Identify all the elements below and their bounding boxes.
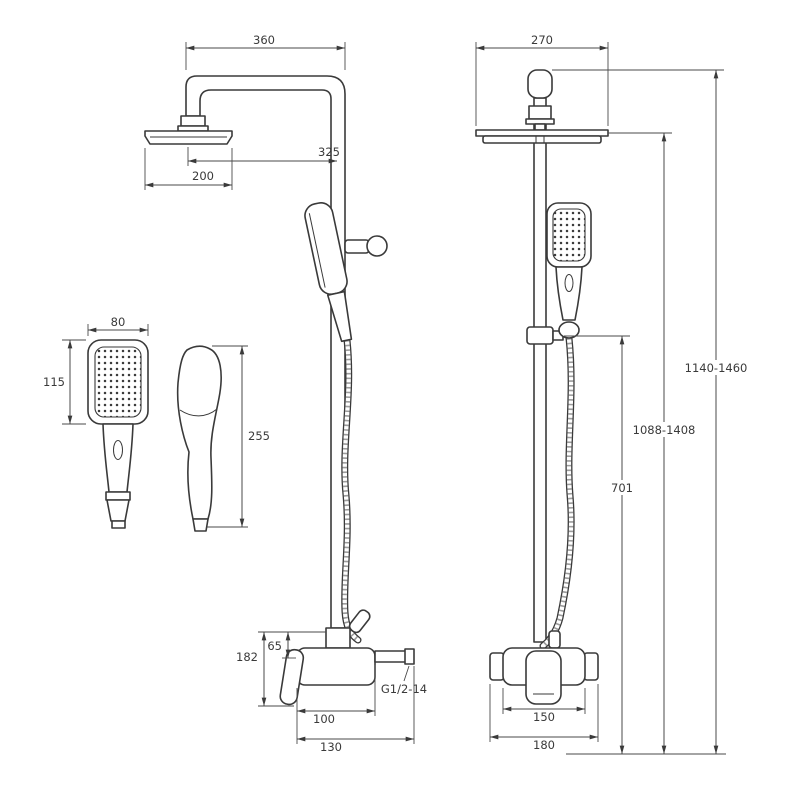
hand-shower-face-line: [308, 213, 326, 288]
hand-shower-handle: [326, 290, 353, 343]
dim-label-thread: G1/2-14: [381, 682, 427, 696]
dim-label-115: 115: [43, 375, 65, 389]
mixer-handle-side: [279, 648, 305, 706]
dim-mixer-width: 150: [502, 688, 586, 724]
dim-label-1140-1460: 1140-1460: [685, 361, 748, 375]
hose-tail: [111, 520, 126, 529]
mixer-body-side: [296, 647, 376, 686]
hand-shower-button: [564, 274, 574, 292]
hand-shower-profile-crimp: [192, 518, 209, 532]
head-stem-front: [534, 123, 546, 131]
dim-head-width: 270: [475, 33, 609, 126]
dim-label-701: 701: [611, 481, 633, 495]
dim-mixer-depth: 100: [296, 665, 376, 744]
hand-shower-profile-face-line: [179, 408, 218, 417]
column-mixer-connector: [325, 627, 351, 649]
dim-hand-head-length: 115: [43, 339, 86, 425]
hand-shower-profile: [176, 345, 222, 520]
dim-label-80: 80: [111, 315, 126, 329]
dim-hand-length: 255: [207, 345, 270, 528]
diverter-knob: [348, 609, 371, 634]
dim-label-360: 360: [253, 33, 275, 47]
dim-label-180: 180: [533, 738, 555, 752]
hand-shower-spray-face: [552, 208, 586, 262]
mixer-front: [489, 630, 599, 705]
dim-label-65: 65: [267, 639, 282, 653]
shower-column-front: [533, 97, 547, 643]
side-view: 360 325 200 65 182: [144, 33, 427, 754]
mixer-flange-right: [583, 652, 599, 681]
dim-hand-width: 80: [87, 315, 149, 336]
shower-hose-side: [345, 340, 358, 640]
hose-outline: [543, 338, 571, 646]
holder-arm: [344, 239, 370, 254]
rain-head-rim-front: [482, 135, 602, 144]
rain-shower-head-front: [475, 129, 609, 137]
dim-label-200: 200: [192, 169, 214, 183]
mixer-handle-front: [525, 650, 562, 705]
hand-shower-handle: [555, 266, 583, 321]
dim-outlet-offset: 65: [258, 631, 326, 659]
hand-shower-side-mounted: [304, 202, 353, 343]
leader-line: [403, 665, 410, 682]
diverter-knob-front: [548, 630, 561, 649]
holder-knob: [366, 235, 388, 257]
dim-mixer-depth-total: 130: [297, 666, 415, 754]
dim-label-150: 150: [533, 710, 555, 724]
dim-vertical-group: 701 1088-1408 1140-1460: [552, 69, 753, 755]
dim-label-100: 100: [313, 712, 335, 726]
hand-shower-button: [113, 440, 123, 460]
arm-end-cap: [527, 69, 553, 99]
front-view: 270 150 180 701 1088-1408: [475, 33, 753, 755]
mixer-outlet-nut: [404, 648, 415, 665]
dim-label-325: 325: [318, 145, 340, 159]
label-mask: [679, 360, 753, 375]
hand-shower-spray-face: [94, 346, 142, 418]
dim-head-diameter: 200: [144, 148, 233, 190]
dim-label-182: 182: [236, 650, 258, 664]
dim-head-offset: 325: [187, 145, 340, 166]
dim-label-1088-1408: 1088-1408: [633, 423, 696, 437]
dim-mixer-width-total: 180: [489, 684, 599, 752]
holder-clamp: [558, 321, 580, 339]
hand-shower-side-detail: 255: [176, 345, 270, 532]
dim-mixer-height: 182: [236, 632, 294, 707]
hose-collar: [105, 491, 131, 501]
mixer-side: [279, 609, 415, 706]
mixer-flange-left: [489, 652, 505, 681]
dim-label-130: 130: [320, 740, 342, 754]
hand-shower-front-detail: 80 115: [43, 315, 149, 529]
holder-slider: [526, 326, 554, 345]
hand-shower-handle-front: [102, 423, 134, 493]
dim-arm-reach: 360: [185, 33, 346, 70]
hose-crimp: [106, 499, 130, 522]
thread-callout: G1/2-14: [381, 665, 427, 696]
mixer-outlet-pipe: [374, 650, 408, 663]
head-nut-front: [528, 105, 552, 120]
shower-hose-front: [543, 338, 571, 646]
dim-label-255: 255: [248, 429, 270, 443]
rain-head-nut: [180, 115, 206, 127]
label-mask: [628, 422, 700, 437]
label-mask: [604, 480, 640, 495]
dim-label-270: 270: [531, 33, 553, 47]
hand-shower-front-mounted: [546, 202, 592, 321]
